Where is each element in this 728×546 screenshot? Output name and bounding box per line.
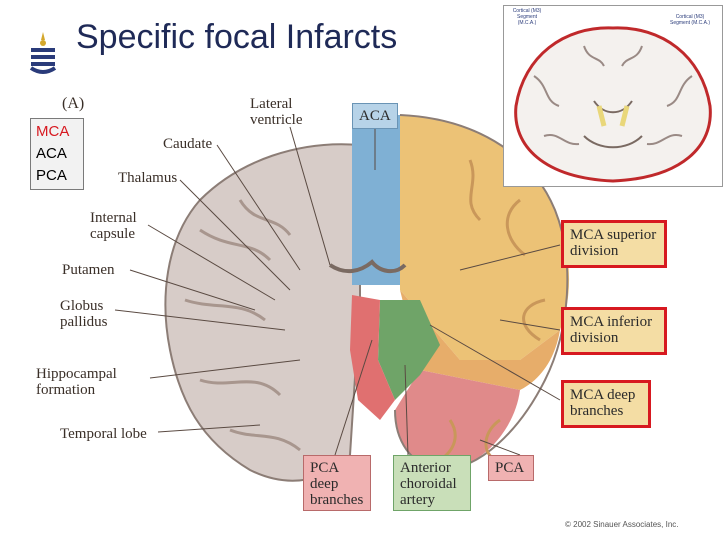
label-internal-capsule: Internal capsule [90,210,137,242]
territory-pca: PCA [36,167,67,184]
box-pca-deep: PCA deep branches [303,455,371,511]
territory-mca: MCA [36,123,70,140]
box-mca-superior: MCA superior division [561,220,667,268]
label-lateral-ventricle: Lateral ventricle [250,96,303,128]
label-putamen: Putamen [62,262,115,278]
label-hippocampal-formation: Hippocampal formation [36,366,117,398]
label-globus-pallidus: Globus pallidus [60,298,108,330]
box-mca-inferior: MCA inferior division [561,307,667,355]
box-mca-deep: MCA deep branches [561,380,651,428]
label-temporal-lobe: Temporal lobe [60,426,147,442]
panel-label: (A) [62,95,85,112]
inset-label-right: Cortical (M3) Segment (M.C.A.) [670,14,711,26]
territory-aca: ACA [36,145,67,162]
territory-legend: MCA ACA PCA [30,118,84,190]
slide-title: Specific focal Infarcts [76,18,398,56]
box-anterior-choroidal: Anterior choroidal artery [393,455,471,511]
label-aca: ACA [352,103,398,129]
inset-label-left: Cortical (M3) Segment (M.C.A.) [512,8,542,26]
university-crest-icon [29,32,57,74]
label-thalamus: Thalamus [118,170,178,186]
box-pca: PCA [488,455,534,481]
inset-brain-outline [514,26,712,183]
inset-mca-cortical-diagram: Cortical (M3) Segment (M.C.A.) Cortical … [503,5,723,187]
label-caudate: Caudate [163,136,213,152]
copyright-notice: © 2002 Sinauer Associates, Inc. [565,520,679,529]
slide-footer-bar [0,536,728,546]
